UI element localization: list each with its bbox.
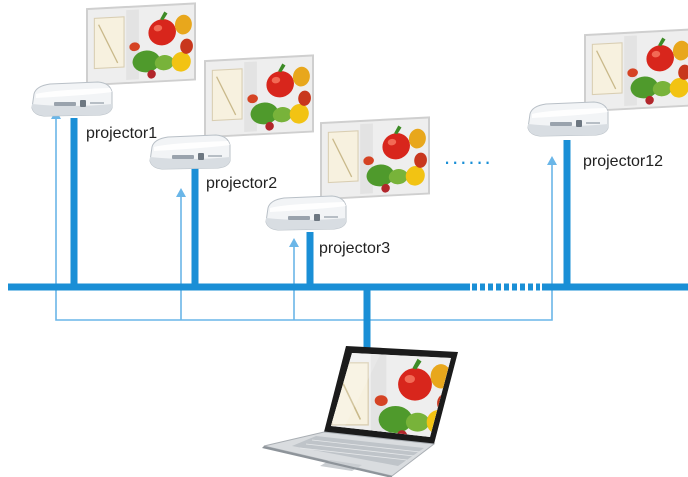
projection-screen-1 [86, 2, 196, 87]
projector-label-2: projector2 [206, 175, 277, 192]
arrow-icon [547, 156, 557, 165]
projector-3 [265, 195, 347, 231]
ellipsis-more-projectors: ...... [444, 144, 493, 169]
projector-label-1: projector1 [86, 125, 157, 142]
laptop [262, 346, 458, 477]
projector-2 [149, 134, 231, 170]
projector-label-3: projector3 [319, 240, 390, 257]
projector-12 [527, 101, 609, 137]
projector-icon [265, 195, 347, 231]
arrow-icon [176, 188, 186, 197]
projector-label-12: projector12 [583, 153, 663, 170]
network-backbone [8, 118, 688, 350]
projection-screen-12 [584, 28, 688, 113]
projection-screen-2 [204, 54, 314, 139]
projector-icon [527, 101, 609, 137]
projector-icon [149, 134, 231, 170]
projector-icon [31, 81, 113, 117]
signal-line [55, 116, 553, 321]
signal-lines [55, 116, 553, 321]
arrow-icon [289, 238, 299, 247]
projector-1 [31, 81, 113, 117]
laptop-screen-image [331, 353, 451, 437]
projection-screen-3 [320, 116, 430, 201]
